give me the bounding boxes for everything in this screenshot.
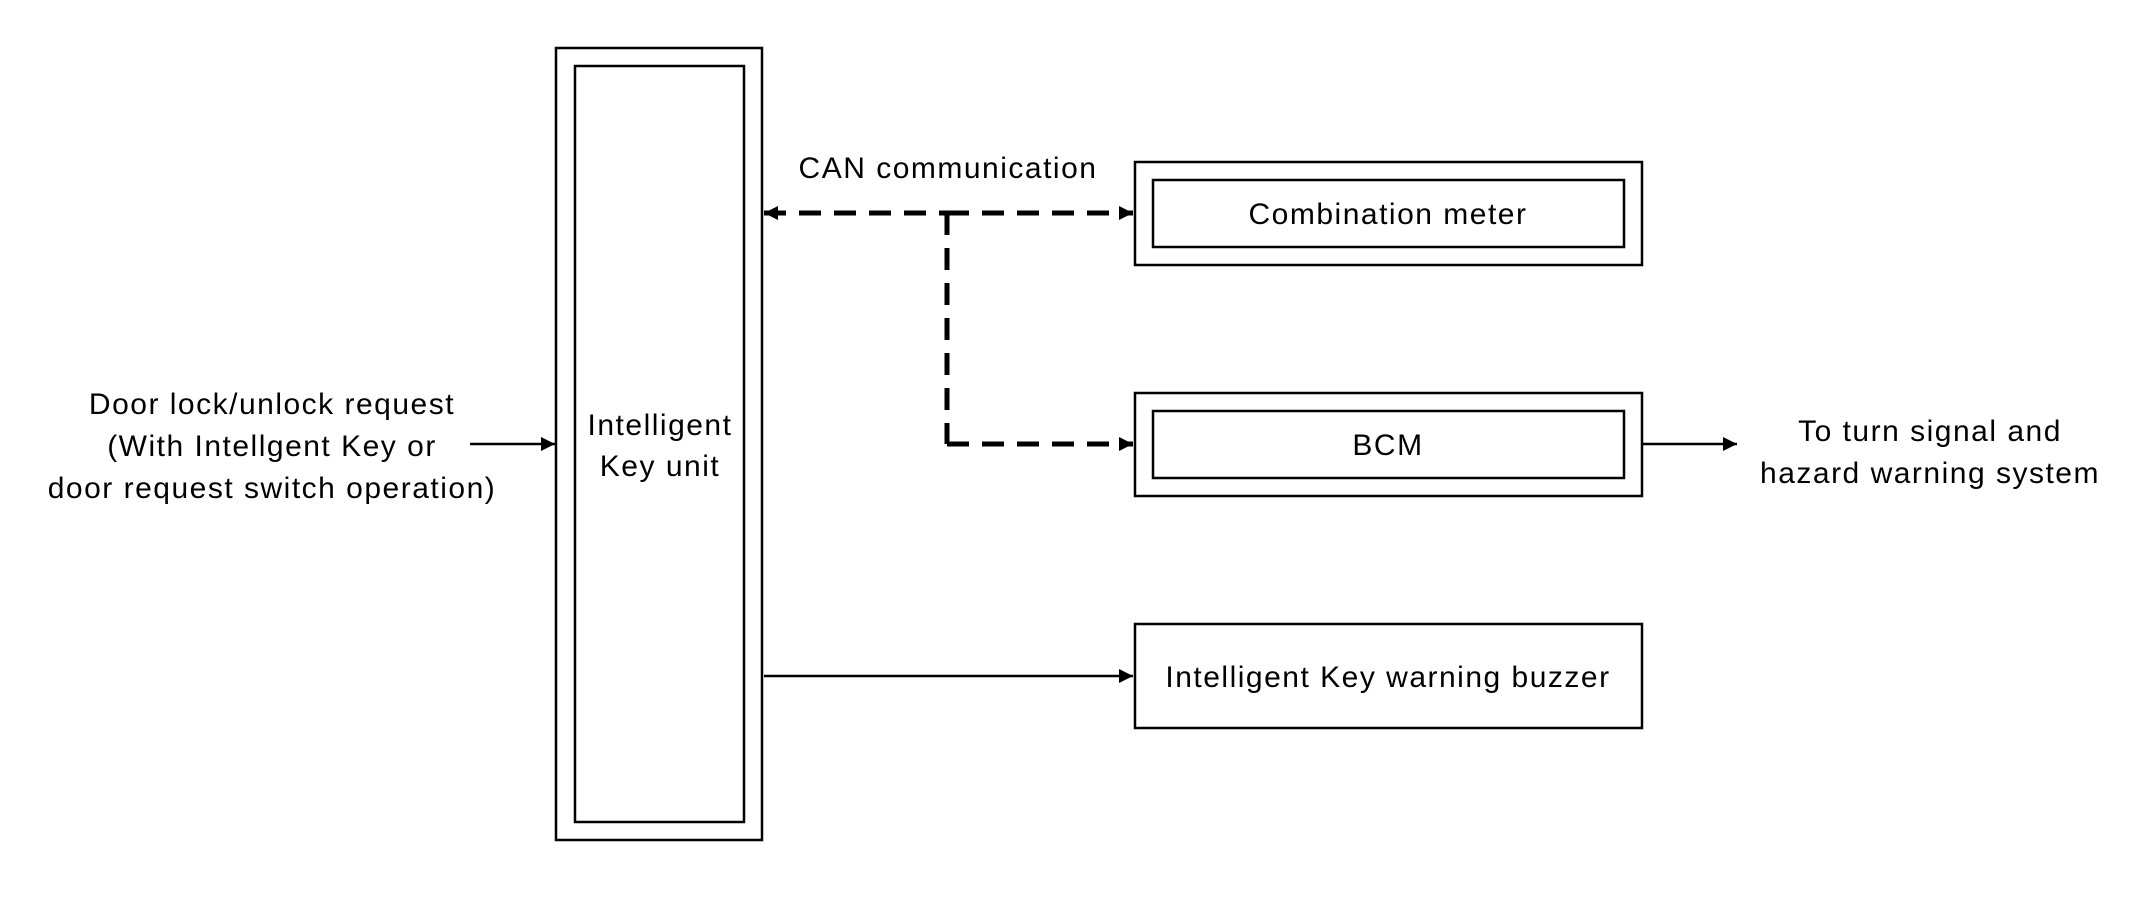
combination-meter-label: Combination meter xyxy=(1249,198,1528,231)
warning-buzzer-label: Intelligent Key warning buzzer xyxy=(1165,661,1610,694)
intelligent-key-unit-line-2: Key unit xyxy=(600,450,720,483)
intelligent-key-unit-box: Intelligent Key unit xyxy=(554,46,764,842)
intelligent-key-unit-line-1: Intelligent xyxy=(588,409,733,442)
intelligent-key-unit-outer xyxy=(554,46,764,842)
combination-meter-outer xyxy=(1133,160,1644,267)
input-request-text: Door lock/unlock request (With Intellgen… xyxy=(48,388,497,505)
bcm-inner xyxy=(1151,409,1626,480)
intelligent-key-unit-inner xyxy=(573,64,746,824)
output-text: To turn signal and hazard warning system xyxy=(1760,415,2100,490)
combination-meter-inner xyxy=(1151,178,1626,249)
combination-meter-box: Combination meter xyxy=(1133,160,1644,267)
bcm-label: BCM xyxy=(1352,429,1423,462)
warning-buzzer-outer xyxy=(1133,622,1644,730)
output-line-2: hazard warning system xyxy=(1760,457,2100,490)
output-line-1: To turn signal and xyxy=(1798,415,2062,448)
warning-buzzer-box: Intelligent Key warning buzzer xyxy=(1133,622,1644,730)
can-bus xyxy=(764,206,1133,451)
input-line-2: (With Intellgent Key or xyxy=(107,430,437,463)
input-line-3: door request switch operation) xyxy=(48,472,497,505)
input-line-1: Door lock/unlock request xyxy=(89,388,455,421)
can-communication-label: CAN communication xyxy=(799,152,1098,185)
bcm-box: BCM xyxy=(1133,391,1644,498)
